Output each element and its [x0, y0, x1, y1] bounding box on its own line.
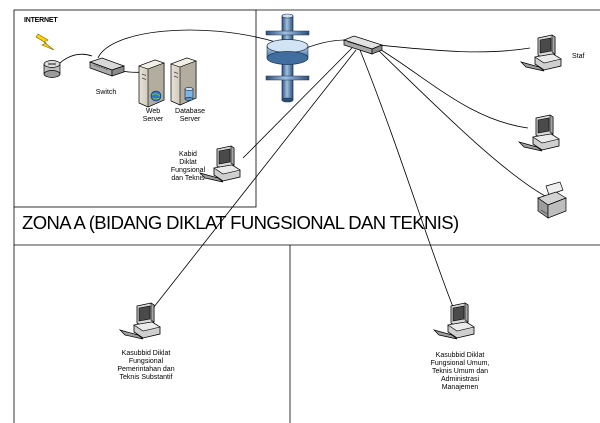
- zone-borders: [13, 9, 600, 423]
- link-hub-staf2: [377, 47, 529, 129]
- link-hub-kabid: [242, 47, 353, 159]
- switch-icon: [88, 57, 126, 77]
- workstation-icon-kasubbid-right: [433, 302, 475, 340]
- web-server-icon: [138, 59, 165, 108]
- hub-icon: [342, 35, 384, 55]
- printer-icon: [537, 181, 567, 219]
- kabid-label: Kabid Diklat Fungsional dan Teknis: [170, 151, 206, 182]
- web-server-label: Web Server: [142, 108, 164, 123]
- firewall-icon: [265, 13, 310, 103]
- link-switch-firewall: [97, 29, 277, 59]
- kasubbid-right-label: Kasubbid Diklat Fungsional Umum, Teknis …: [430, 352, 490, 391]
- kasubbid-left-label: Kasubbid Diklat Fungsional Pemerintahan …: [117, 350, 175, 381]
- link-hub-printer: [377, 49, 546, 197]
- database-server-label: Database Server: [175, 108, 205, 123]
- workstation-icon-kasubbid-left: [119, 302, 161, 340]
- connection-lines: [51, 29, 546, 313]
- staf-label: Staf: [572, 53, 585, 60]
- link-hub-staf1: [377, 44, 531, 53]
- switch-label: Switch: [95, 89, 117, 96]
- lightning-icon: [35, 33, 55, 51]
- router-icon: [43, 60, 61, 78]
- link-hub-kasubbid-right: [359, 49, 456, 313]
- internet-label: INTERNET: [24, 17, 58, 24]
- zone-a-title: ZONA A (BIDANG DIKLAT FUNGSIONAL DAN TEK…: [22, 212, 459, 233]
- link-hub-kasubbid-left: [149, 49, 357, 313]
- workstation-icon-staf-middle: [518, 114, 560, 152]
- database-server-icon: [170, 57, 197, 106]
- workstation-icon-staf-top: [520, 34, 562, 72]
- server-zone-box: [13, 9, 257, 208]
